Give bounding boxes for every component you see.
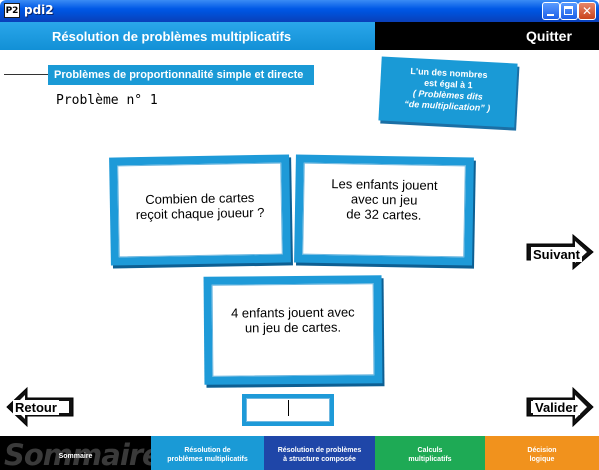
close-button[interactable]: ✕: [578, 2, 596, 20]
text-caret: [288, 400, 289, 416]
nav-label-line: Décision: [527, 447, 557, 454]
nav-label-line: problèmes multiplicatifs: [167, 456, 248, 463]
nav-label-line: Calculs: [417, 447, 443, 454]
problem-card-info-deck[interactable]: Les enfants jouent avec un jeu de 32 car…: [294, 154, 474, 266]
back-button[interactable]: Retour: [5, 384, 75, 430]
nav-sommaire[interactable]: Sommaire Sommaire: [0, 436, 151, 470]
maximize-button[interactable]: [560, 2, 578, 20]
nav-structure-composee[interactable]: Résolution de problèmes à structure comp…: [264, 436, 375, 470]
nav-label-line: à structure composée: [283, 456, 356, 463]
page-title: Résolution de problèmes multiplicatifs: [52, 29, 292, 44]
bottom-nav: Sommaire Sommaire Résolution de problème…: [0, 436, 599, 470]
nav-sommaire-label: Sommaire: [58, 453, 93, 460]
nav-decision-logique[interactable]: Décision logique: [485, 436, 599, 470]
nav-label-line: multiplicatifs: [408, 456, 452, 463]
section-divider: [4, 74, 48, 75]
card-line: un jeu de cartes.: [244, 319, 342, 336]
card-text: Les enfants jouent avec un jeu de 32 car…: [304, 164, 465, 224]
card-line: 4 enfants jouent avec: [230, 304, 355, 321]
problem-card-question[interactable]: Combien de cartes reçoit chaque joueur ?: [109, 154, 291, 266]
next-button[interactable]: Suivant: [525, 232, 595, 272]
card-inner: Les enfants jouent avec un jeu de 32 car…: [302, 162, 466, 258]
maximize-icon: [564, 6, 573, 15]
nav-label-line: logique: [529, 456, 555, 463]
card-line: reçoit chaque joueur ?: [135, 204, 265, 223]
minimize-icon: [547, 14, 554, 16]
problem-card-info-players[interactable]: 4 enfants jouent avec un jeu de cartes.: [203, 275, 383, 385]
card-inner: Combien de cartes reçoit chaque joueur ?: [117, 162, 283, 258]
app-icon: P2: [4, 3, 20, 18]
problem-number: Problème n° 1: [56, 93, 158, 108]
close-icon: ✕: [581, 4, 593, 18]
quit-label[interactable]: Quitter: [526, 28, 572, 44]
nav-calculs-multiplicatifs[interactable]: Calculs multiplicatifs: [375, 436, 485, 470]
card-text: 4 enfants jouent avec un jeu de cartes.: [213, 284, 373, 335]
minimize-button[interactable]: [542, 2, 560, 20]
section-title: Problèmes de proportionnalité simple et …: [48, 65, 314, 85]
card-text: Combien de cartes reçoit chaque joueur ?: [118, 164, 281, 223]
nav-label-line: Résolution de: [184, 447, 231, 454]
info-card: L'un des nombres est égal à 1 ( Problème…: [378, 56, 518, 128]
next-label: Suivant: [531, 247, 582, 262]
window-titlebar[interactable]: P2 pdi2 ✕: [0, 0, 599, 22]
validate-label: Valider: [533, 400, 580, 415]
validate-button[interactable]: Valider: [525, 384, 595, 430]
header-band: [0, 22, 375, 50]
sommaire-watermark: Sommaire: [4, 438, 151, 470]
card-inner: 4 enfants jouent avec un jeu de cartes.: [211, 283, 375, 377]
back-label: Retour: [13, 400, 59, 415]
nav-label-line: Résolution de problèmes: [277, 447, 362, 454]
nav-resolution-multiplicatifs[interactable]: Résolution de problèmes multiplicatifs: [151, 436, 264, 470]
card-line: de 32 cartes.: [346, 206, 422, 223]
window-title: pdi2: [24, 3, 54, 17]
quit-button[interactable]: [375, 22, 599, 50]
